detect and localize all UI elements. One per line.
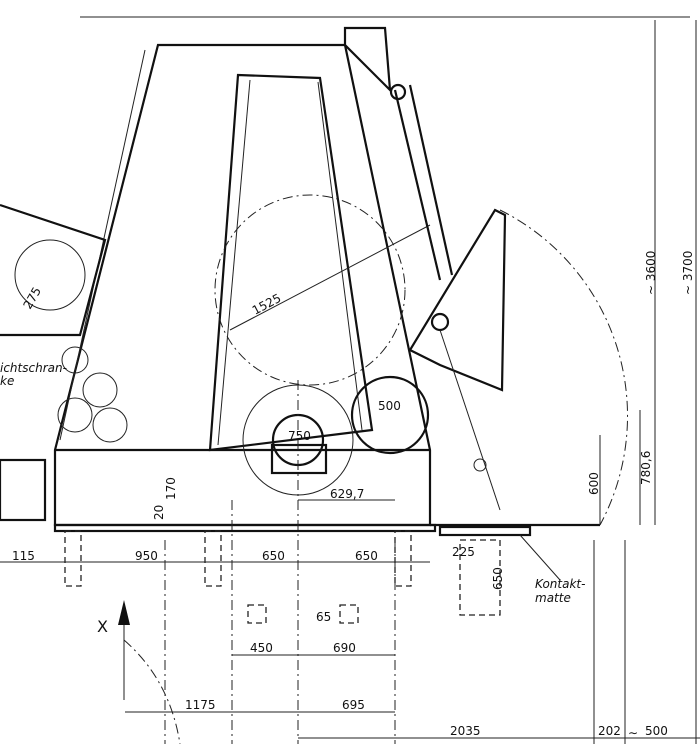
dim-roller: 500 — [378, 399, 401, 413]
dim-mat-650: 650 — [491, 567, 505, 590]
hydraulic-cylinder — [389, 83, 507, 511]
wave-symbol: ∼ — [628, 726, 638, 740]
dim-690: 690 — [333, 641, 356, 655]
dim-1175: 1175 — [185, 698, 216, 712]
dim-20: 20 — [152, 505, 166, 520]
dim-225: 225 — [452, 545, 475, 559]
light-barrier-label-1: ichtschran- — [0, 361, 67, 375]
roller-circle — [350, 375, 430, 455]
dim-2035: 2035 — [450, 724, 481, 738]
dim-hub: 750 — [288, 429, 311, 443]
dim-170: 170 — [164, 477, 178, 500]
dim-650-b: 650 — [355, 549, 378, 563]
axis-x-label: X — [97, 617, 108, 636]
dim-202: 202 — [598, 724, 621, 738]
dim-65: 65 — [316, 610, 331, 624]
dim-629: 629,7 — [330, 487, 364, 501]
dim-3700: ~ 3700 — [681, 251, 695, 295]
light-barrier-label-2: ke — [0, 374, 14, 388]
dim-950: 950 — [135, 549, 158, 563]
infeed-conveyor — [0, 203, 128, 522]
drum-circle — [214, 194, 406, 386]
contact-mat-label-1: Kontakt- — [535, 577, 585, 591]
center-lines — [164, 20, 697, 744]
dim-500: 500 — [645, 724, 668, 738]
dim-115: 115 — [12, 549, 35, 563]
dim-450: 450 — [250, 641, 273, 655]
machine-frame — [53, 26, 600, 533]
dim-780: 780,6 — [639, 451, 653, 485]
dim-650-a: 650 — [262, 549, 285, 563]
contact-mat — [438, 525, 532, 537]
dim-3600: ~ 3600 — [644, 251, 658, 295]
dim-left-275: 275 — [20, 285, 44, 312]
swing-arc — [499, 209, 628, 526]
contact-mat-label-2: matte — [535, 591, 571, 605]
dim-600: 600 — [587, 472, 601, 495]
support-feet — [64, 530, 412, 624]
dim-drum: 1525 — [250, 291, 284, 318]
dim-695: 695 — [342, 698, 365, 712]
